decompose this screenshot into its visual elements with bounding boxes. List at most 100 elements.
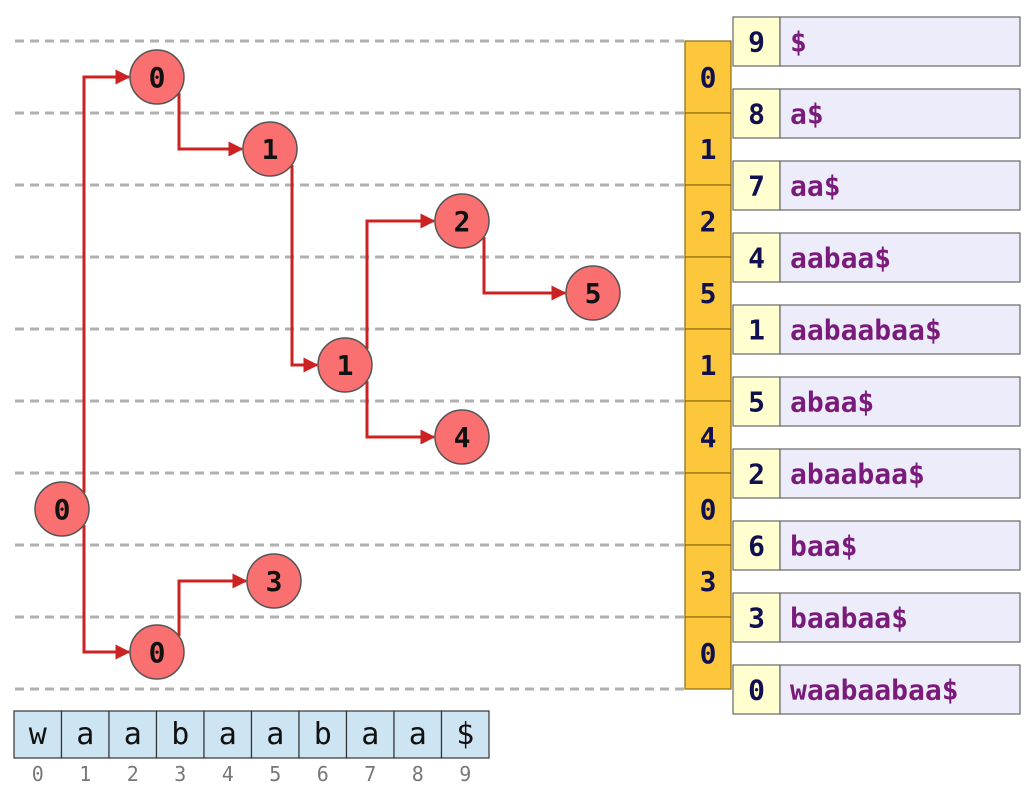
tree-node-circle <box>34 481 90 537</box>
string-char-cell <box>345 710 395 759</box>
suffix-text: aa$ <box>790 170 841 203</box>
tree-edge <box>482 237 567 301</box>
lcp-cell <box>684 472 732 546</box>
sa-index: 5 <box>748 386 765 419</box>
tree-edge <box>177 573 248 636</box>
lcp-cell <box>684 616 732 690</box>
tree-node: 0 <box>129 624 185 680</box>
lcp-value: 2 <box>700 205 717 238</box>
lcp-value: 0 <box>700 61 717 94</box>
sa-index-cell <box>732 376 781 427</box>
string-char: a <box>266 717 284 752</box>
string-index: 3 <box>174 762 186 785</box>
suffix-cell <box>779 304 1021 355</box>
tree-node-circle <box>129 624 185 680</box>
suffix-cell <box>779 520 1021 571</box>
lcp-cell <box>684 544 732 618</box>
suffix-text: baabaa$ <box>790 602 908 635</box>
string-char: b <box>314 717 332 752</box>
tree-node-label: 3 <box>266 565 283 598</box>
tree-edges <box>82 69 567 660</box>
tree-node: 0 <box>129 49 185 105</box>
lcp-cell <box>684 184 732 258</box>
sa-index: 4 <box>748 242 765 275</box>
tree-edge <box>82 525 131 660</box>
suffix-cell <box>779 232 1021 283</box>
tree-node-circle <box>434 193 490 249</box>
tree-node-circle <box>246 553 302 609</box>
suffix-cell <box>779 16 1021 67</box>
guide-lines <box>15 39 684 691</box>
lcp-value: 3 <box>700 565 717 598</box>
tree-node-label: 1 <box>337 349 354 382</box>
sa-index: 9 <box>748 26 765 59</box>
string-char-cell <box>250 710 300 759</box>
string-char-cell <box>108 710 158 759</box>
tree-node: 3 <box>246 553 302 609</box>
string-index: 7 <box>364 762 376 785</box>
suffix-text: abaa$ <box>790 386 874 419</box>
suffix-text: baa$ <box>790 530 857 563</box>
string-char: w <box>29 717 48 752</box>
tree-edge <box>177 93 244 157</box>
string-index: 0 <box>32 762 44 785</box>
string-char-cell <box>440 710 490 759</box>
tree-node-circle <box>434 409 490 465</box>
tree-node-label: 1 <box>262 133 279 166</box>
suffix-text: waabaabaa$ <box>790 674 959 707</box>
string-char: a <box>124 717 142 752</box>
string-char: a <box>219 717 237 752</box>
sa-index: 2 <box>748 458 765 491</box>
tree-node-circle <box>129 49 185 105</box>
suffix-cell <box>779 376 1021 427</box>
sa-index: 1 <box>748 314 765 347</box>
tree-node-label: 2 <box>454 205 471 238</box>
suffix-text: a$ <box>790 98 824 131</box>
sa-index-cell <box>732 232 781 283</box>
tree-node-circle <box>565 265 621 321</box>
suffix-text: $ <box>790 26 807 59</box>
sa-index: 3 <box>748 602 765 635</box>
lcp-value: 0 <box>700 493 717 526</box>
string-index: 6 <box>317 762 329 785</box>
lcp-cell <box>684 256 732 330</box>
suffix-cell <box>779 664 1021 715</box>
tree-node: 1 <box>242 121 298 177</box>
tree-node-circle <box>242 121 298 177</box>
suffix-cell <box>779 448 1021 499</box>
sa-index-cell <box>732 304 781 355</box>
string-char: a <box>409 717 427 752</box>
tree-node-label: 4 <box>454 421 471 454</box>
string-char-cell <box>203 710 253 759</box>
lcp-value: 1 <box>700 133 717 166</box>
tree-nodes: 0 1 2 5 1 4 0 3 0 <box>34 49 621 680</box>
string-index: 5 <box>269 762 281 785</box>
string-char: a <box>361 717 379 752</box>
sa-index-cell <box>732 448 781 499</box>
string-index: 8 <box>412 762 424 785</box>
tree-node-label: 5 <box>585 277 602 310</box>
lcp-cell <box>684 40 732 114</box>
tree-node-label: 0 <box>54 493 71 526</box>
string-char: a <box>76 717 94 752</box>
tree-edge <box>290 165 319 373</box>
suffix-cell <box>779 88 1021 139</box>
suffix-text: abaabaa$ <box>790 458 925 491</box>
string-index: 1 <box>79 762 91 785</box>
tree-node-circle <box>317 337 373 393</box>
string-char-cell <box>13 710 63 759</box>
suffix-text: aabaabaa$ <box>790 314 942 347</box>
sa-index-cell <box>732 520 781 571</box>
lcp-cell <box>684 112 732 186</box>
suffix-cell <box>779 160 1021 211</box>
tree-node: 1 <box>317 337 373 393</box>
tree-node: 2 <box>434 193 490 249</box>
lcp-cell <box>684 400 732 474</box>
sa-index: 0 <box>748 674 765 707</box>
string-char-cell <box>155 710 205 759</box>
string-index: 4 <box>222 762 234 785</box>
